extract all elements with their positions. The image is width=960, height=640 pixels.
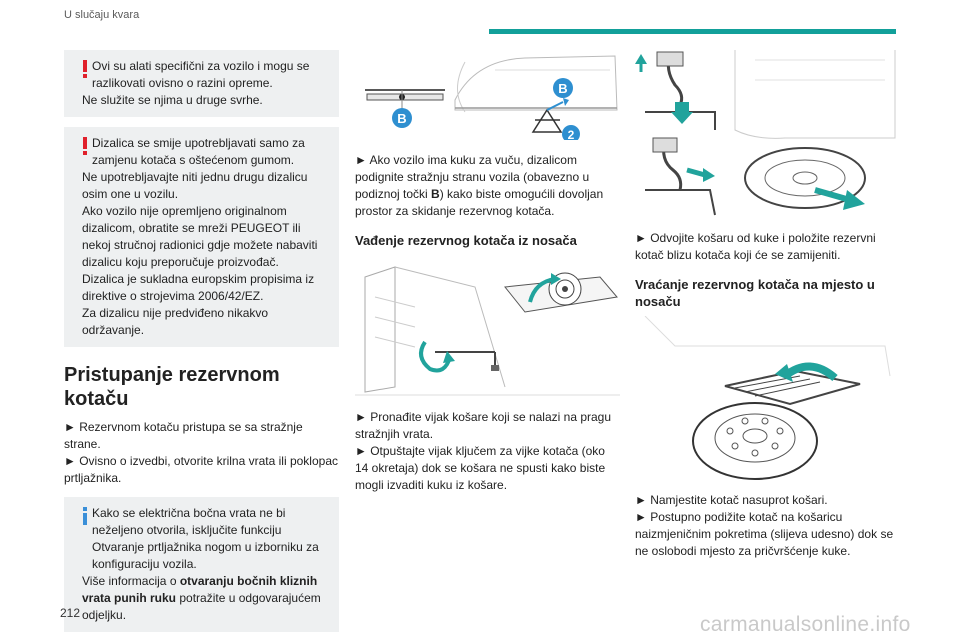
warning-notice-jack: Dizalica se smije upotrebljavati samo za… xyxy=(64,127,339,347)
step-number-badge: 2 xyxy=(568,128,575,140)
warning-text: Ne služite se njima u druge svrhe. xyxy=(82,93,263,107)
instruction-step: ► Namjestite kotač nasuprot košari. xyxy=(635,493,828,507)
warning-text: Ako vozilo nije opremljeno originalnom d… xyxy=(82,204,318,269)
lifting-point-badge: B xyxy=(558,81,567,96)
column-1: Ovi su alati specifični za vozilo i mogu… xyxy=(64,50,339,640)
warning-icon xyxy=(82,137,88,155)
warning-text: Za dizalicu nije predviđeno nikakvo održ… xyxy=(82,306,269,337)
instruction-step: ► Postupno podižite kotač na košaricu na… xyxy=(635,510,894,558)
column-3: ► Odvojite košaru od kuke i položite rez… xyxy=(635,50,900,560)
wheel-basket-illustration xyxy=(635,316,900,486)
instruction-step: ► Ako vozilo ima kuku za vuču, dizalicom… xyxy=(355,153,604,218)
warning-text: Ne upotrebljavajte niti jednu drugu diza… xyxy=(82,170,308,201)
info-icon xyxy=(82,507,88,525)
info-text: Više informacija o otvaranju bočnih kliz… xyxy=(82,574,321,622)
hook-release-illustration xyxy=(635,50,900,220)
warning-icon xyxy=(82,60,88,78)
info-text: Kako se električna bočna vrata ne bi než… xyxy=(92,506,319,571)
instruction-step: ► Pronađite vijak košare koji se nalazi … xyxy=(355,410,612,441)
info-notice: Kako se električna bočna vrata ne bi než… xyxy=(64,497,339,632)
warning-text: Ovi su alati specifični za vozilo i mogu… xyxy=(92,59,310,90)
column-2: B B 2 ► Ako vozilo ima kuku za vuču, diz… xyxy=(355,50,620,494)
header-accent-bar xyxy=(489,29,896,34)
running-header: U slučaju kvara xyxy=(64,9,140,21)
instruction-step: ► Odvojite košaru od kuke i položite rez… xyxy=(635,231,876,262)
warning-notice-tools: Ovi su alati specifični za vozilo i mogu… xyxy=(64,50,339,117)
warning-text: Dizalica je sukladna europskim propisima… xyxy=(82,272,315,303)
lifting-point-badge: B xyxy=(397,111,406,126)
section-heading: Vraćanje rezervnog kotača na mjesto u no… xyxy=(635,277,875,309)
section-heading: Vađenje rezervnog kotača iz nosača xyxy=(355,233,577,248)
watermark: carmanualsonline.info xyxy=(700,613,911,636)
warning-text: Dizalica se smije upotrebljavati samo za… xyxy=(92,136,305,167)
jack-lifting-point-illustration: B B 2 xyxy=(355,50,620,140)
instruction-step: ► Otpuštajte vijak ključem za vijke kota… xyxy=(355,444,606,492)
page-number: 212 xyxy=(60,606,81,620)
basket-bolt-illustration xyxy=(355,257,620,397)
instruction-step: ► Ovisno o izvedbi, otvorite krilna vrat… xyxy=(64,454,338,485)
instruction-step: ► Rezervnom kotaču pristupa se sa stražn… xyxy=(64,420,303,451)
section-heading: Pristupanje rezervnom kotaču xyxy=(64,364,280,410)
